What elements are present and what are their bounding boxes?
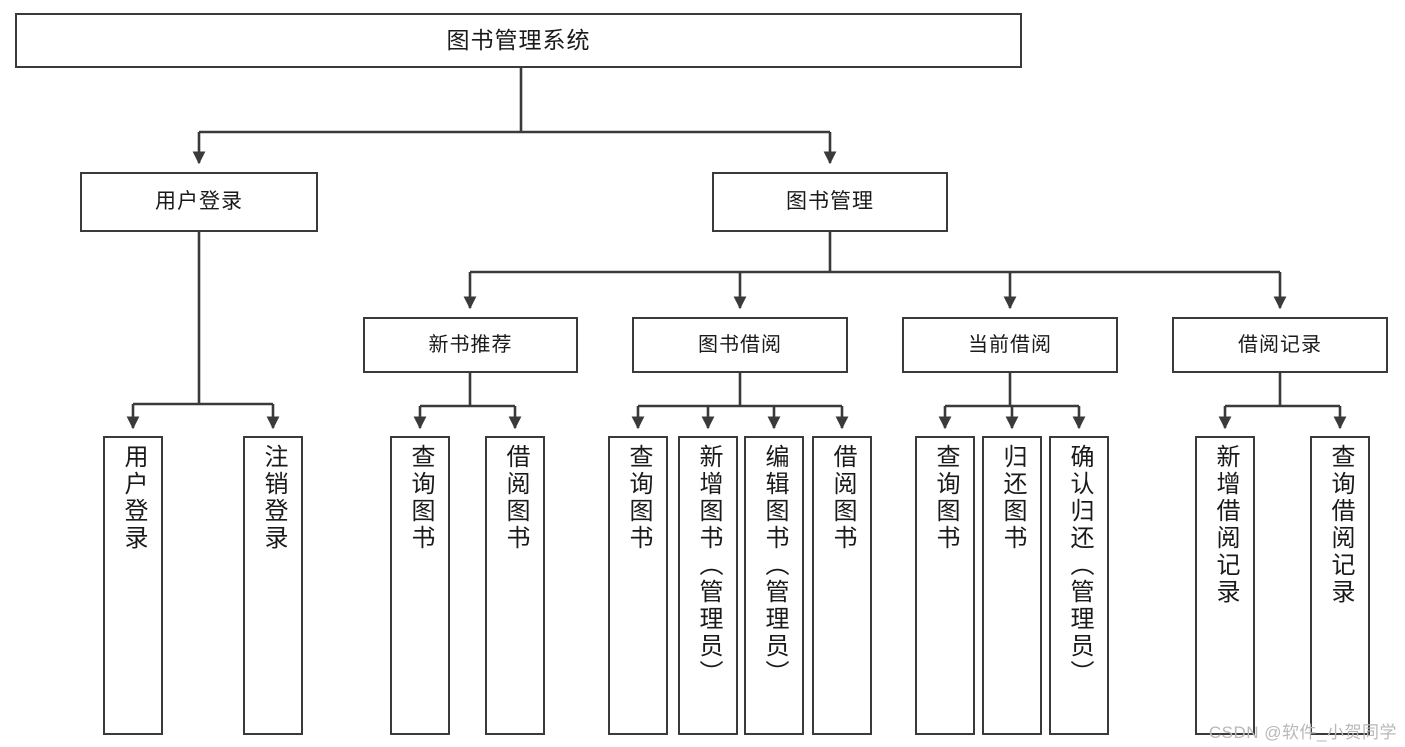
node-leaf-borrow-book-2[interactable]: 借阅图书 (812, 436, 872, 735)
node-new-book-recommend-label: 新书推荐 (428, 333, 513, 356)
node-book-manage-label: 图书管理 (786, 189, 874, 213)
node-leaf-query-record-label: 查询借阅记录 (1327, 444, 1354, 606)
node-leaf-query-book-3[interactable]: 查询图书 (915, 436, 975, 735)
node-leaf-borrow-book-2-label: 借阅图书 (829, 444, 856, 552)
node-new-book-recommend[interactable]: 新书推荐 (363, 317, 578, 373)
node-leaf-return-book-label: 归还图书 (999, 444, 1026, 552)
node-book-borrow[interactable]: 图书借阅 (632, 317, 848, 373)
node-leaf-add-book-label: 新增图书（管理员） (695, 444, 722, 687)
node-leaf-user-logout-label: 注销登录 (260, 444, 287, 552)
node-leaf-query-book-2[interactable]: 查询图书 (608, 436, 668, 735)
node-leaf-query-book-1[interactable]: 查询图书 (390, 436, 450, 735)
node-borrow-record[interactable]: 借阅记录 (1172, 317, 1388, 373)
node-leaf-add-book[interactable]: 新增图书（管理员） (678, 436, 738, 735)
node-leaf-query-book-3-label: 查询图书 (932, 444, 959, 552)
node-book-manage[interactable]: 图书管理 (712, 172, 948, 232)
node-root-label: 图书管理系统 (446, 27, 591, 54)
node-book-borrow-label: 图书借阅 (698, 333, 782, 356)
node-leaf-add-record[interactable]: 新增借阅记录 (1195, 436, 1255, 735)
node-borrow-record-label: 借阅记录 (1238, 333, 1322, 356)
node-leaf-query-record[interactable]: 查询借阅记录 (1310, 436, 1370, 735)
node-root[interactable]: 图书管理系统 (15, 13, 1022, 68)
node-user-login-label: 用户登录 (155, 189, 243, 213)
node-leaf-add-record-label: 新增借阅记录 (1212, 444, 1239, 606)
node-leaf-user-login[interactable]: 用户登录 (103, 436, 163, 735)
node-leaf-borrow-book-1-label: 借阅图书 (502, 444, 529, 552)
node-leaf-confirm-return-label: 确认归还（管理员） (1066, 444, 1093, 687)
node-leaf-query-book-2-label: 查询图书 (625, 444, 652, 552)
node-current-borrow-label: 当前借阅 (968, 333, 1052, 356)
node-leaf-user-logout[interactable]: 注销登录 (243, 436, 303, 735)
node-leaf-edit-book[interactable]: 编辑图书（管理员） (744, 436, 804, 735)
node-leaf-borrow-book-1[interactable]: 借阅图书 (485, 436, 545, 735)
node-leaf-query-book-1-label: 查询图书 (407, 444, 434, 552)
watermark-text: CSDN @软件_小贺同学 (1208, 723, 1397, 742)
node-leaf-confirm-return[interactable]: 确认归还（管理员） (1049, 436, 1109, 735)
node-leaf-user-login-label: 用户登录 (120, 444, 147, 552)
node-leaf-edit-book-label: 编辑图书（管理员） (761, 444, 788, 687)
node-user-login[interactable]: 用户登录 (80, 172, 318, 232)
node-current-borrow[interactable]: 当前借阅 (902, 317, 1118, 373)
node-leaf-return-book[interactable]: 归还图书 (982, 436, 1042, 735)
